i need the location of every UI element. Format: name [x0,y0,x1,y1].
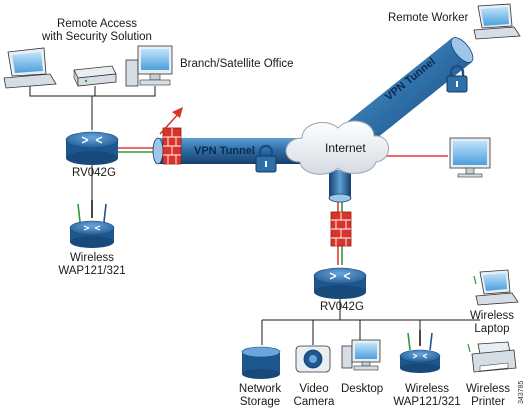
wireless-ap-left-line2: WAP121/321 [58,265,126,277]
laptop-icon-remote-access [3,47,57,89]
wireless-laptop-label: Wireless Laptop [460,310,524,336]
desktop-icon-branch [125,45,173,87]
wireless-ap-icon-left [69,200,115,248]
network-storage-line2: Storage [239,396,281,408]
network-storage-icon [241,346,281,379]
connection-lines [29,86,480,345]
wireless-printer-line2: Printer [471,396,505,408]
laptop-icon-wireless [473,269,519,306]
wireless-printer-line1: Wireless [465,383,511,395]
laptop-icon-remote-worker [473,3,521,40]
desktop-icon-bottom [341,339,381,371]
printer-icon [467,341,517,373]
lock-icon-left [255,144,277,173]
branch-office-label: Branch/Satellite Office [180,58,294,70]
monitor-icon [449,137,491,178]
wireless-laptop-line1: Wireless [469,310,515,322]
figure-code: 343785 [518,380,525,404]
router-icon-left [65,131,119,165]
router-icon-bottom [313,267,367,299]
wireless-ap-left-label: Wireless WAP121/321 [52,252,132,278]
wireless-ap-bottom-label: Wireless WAP121/321 [392,383,462,409]
video-camera-line1: Video [299,383,329,395]
wireless-laptop-line2: Laptop [474,323,510,335]
wireless-ap-bottom-line2: WAP121/321 [393,396,461,408]
internet-cloud [285,120,389,175]
firewall-left [162,127,182,165]
video-camera-icon [295,345,331,373]
lock-icon-right [446,64,468,93]
wireless-ap-left-line1: Wireless [69,252,115,264]
wireless-ap-icon-bottom [399,330,441,373]
desktop-label: Desktop [341,383,384,395]
remote-worker-label: Remote Worker [388,12,469,24]
internet-label: Internet [325,141,366,155]
network-storage-label: Network Storage [230,383,290,409]
wireless-ap-bottom-line1: Wireless [404,383,450,395]
firewall-bottom [330,211,352,247]
wireless-printer-label: Wireless Printer [460,383,516,409]
network-storage-line1: Network [238,383,282,395]
remote-access-line2: with Security Solution [42,31,152,43]
video-camera-line2: Camera [293,396,335,408]
internet-downlink-tube [328,170,352,203]
outbound-arrow [159,107,183,135]
vpn-tunnel-right [342,37,474,150]
security-appliance-icon [73,65,117,87]
vpn-tunnel-left-label: VPN Tunnel [194,145,255,157]
rv042g-left-label: RV042G [72,167,116,179]
remote-access-line1: Remote Access [57,18,137,30]
remote-access-label: Remote Access with Security Solution [32,18,162,44]
rv042g-bottom-label: RV042G [320,301,364,313]
video-camera-label: Video Camera [290,383,338,409]
